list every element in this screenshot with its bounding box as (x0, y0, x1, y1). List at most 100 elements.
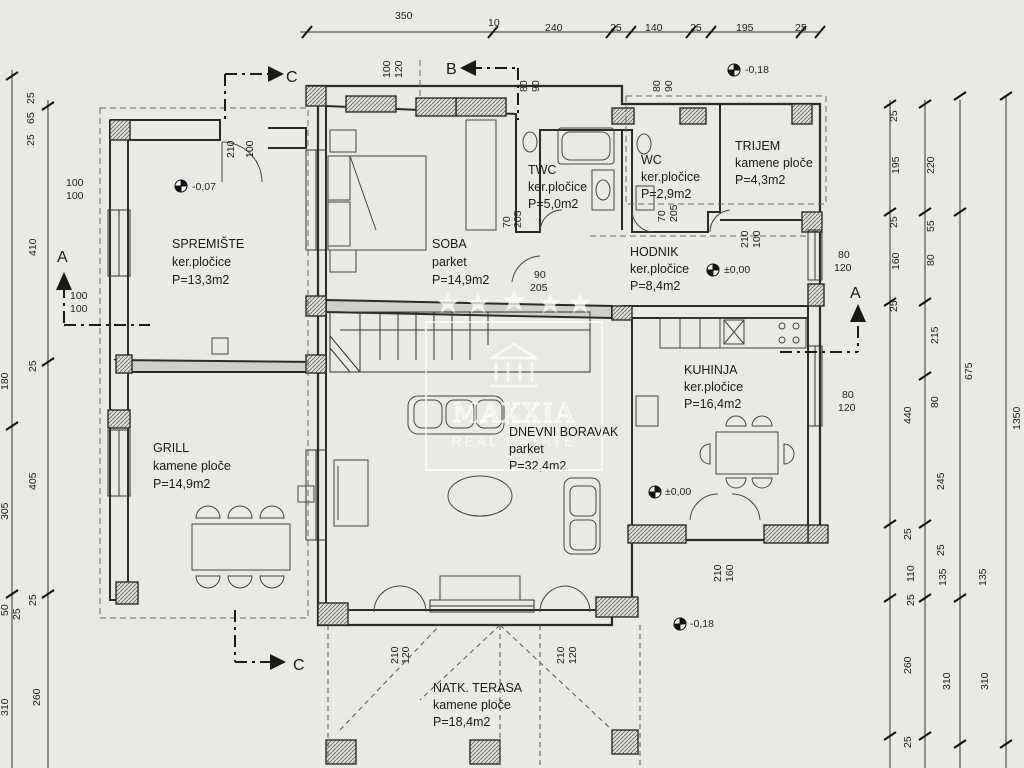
dim-r3-310: 310 (979, 672, 991, 690)
section-lines (63, 67, 859, 663)
room-floor: ker.pločice (630, 262, 689, 276)
room-area: P=2,9m2 (641, 187, 691, 201)
kitchen-counter (659, 317, 807, 349)
furniture (191, 119, 807, 601)
toilet (522, 131, 538, 153)
opening-label: 205 (668, 204, 680, 222)
watermark-sub: REAL ESTATE (451, 433, 576, 449)
dim-top-195: 195 (736, 22, 754, 34)
level-hodnik: ±0,00 (724, 264, 750, 276)
room-grill: GRILL kamene ploče P=14,9m2 (153, 441, 231, 491)
room-name: HODNIK (630, 245, 679, 259)
opening-label: 120 (400, 646, 412, 664)
opening-label: 100 (751, 230, 763, 248)
room-area: P=13,3m2 (172, 273, 229, 287)
room-name: SOBA (432, 237, 467, 251)
opening-label: 205 (530, 282, 548, 294)
dim-l-310: 310 (0, 698, 11, 716)
dim-r3-675: 675 (963, 362, 975, 380)
room-name: SPREMIŠTE (172, 236, 244, 251)
section-label-c-bottom: C (293, 657, 305, 674)
opening-label: 120 (567, 646, 579, 664)
wardrobe (465, 119, 497, 231)
opening-label: 90 (530, 80, 542, 92)
windows (107, 149, 823, 613)
opening-label: 70 (501, 216, 513, 228)
dim-r2-80: 80 (925, 254, 937, 266)
nightstand (329, 249, 357, 273)
dim-top-25a: 25 (610, 22, 622, 34)
opening-label: 210 (389, 646, 401, 664)
doors (221, 141, 761, 613)
room-name: GRILL (153, 441, 189, 455)
dim-r2-220: 220 (925, 156, 937, 174)
opening-label: 70 (656, 210, 668, 222)
room-area: P=8,4m2 (630, 279, 680, 293)
room-area: P=5,0m2 (528, 197, 578, 211)
wall-columns (107, 85, 829, 765)
dim-r1-260: 260 (902, 656, 914, 674)
dim-l-50: 50 (0, 604, 11, 616)
dim-l-65: 65 (25, 112, 37, 124)
opening-label: 210 (555, 646, 567, 664)
opening-label: 80 (842, 389, 854, 401)
opening-label: 100 (244, 140, 256, 158)
level-spremiste: -0,07 (192, 181, 216, 193)
room-name: TRIJEM (735, 139, 780, 153)
room-kuhinja: KUHINJA ker.pločice P=16,4m2 (684, 363, 743, 411)
dim-r1-25e: 25 (902, 736, 914, 748)
armchair (563, 477, 601, 555)
room-area: P=18,4m2 (433, 715, 490, 729)
level-terasa: -0,18 (690, 618, 714, 630)
dim-r3-135b: 135 (977, 568, 989, 586)
bathtub (557, 127, 615, 165)
room-floor: ker.pločice (684, 380, 743, 394)
opening-label: 210 (739, 230, 751, 248)
dim-r2-245: 245 (935, 472, 947, 490)
dim-l-410: 410 (27, 238, 39, 256)
room-trijem: TRIJEM kamene ploče P=4,3m2 (735, 139, 813, 187)
level-trijem: -0,18 (745, 64, 769, 76)
opening-label: 100 (66, 177, 84, 189)
dim-l-260: 260 (31, 688, 43, 706)
dim-l-405: 405 (27, 472, 39, 490)
twc-wc-wall (622, 104, 721, 233)
dim-l-25: 25 (25, 134, 37, 146)
opening-label: 80 (651, 80, 663, 92)
dashed-outlines (99, 60, 827, 619)
opening-label: 100 (66, 190, 84, 202)
watermark-stars-icon (437, 288, 591, 313)
dim-r1-25: 25 (888, 110, 900, 122)
opening-label: 120 (834, 262, 852, 274)
opening-label: 80 (838, 249, 850, 261)
watermark-frame (425, 321, 603, 471)
watermark-brand: MAXXIA (452, 399, 575, 429)
section-label-c-top: C (286, 69, 298, 86)
dim-r2-25b: 25 (935, 544, 947, 556)
opening-label: 205 (512, 210, 524, 228)
opening-label: 90 (534, 269, 546, 281)
tv-unit (333, 459, 369, 527)
dimension-ticks (5, 25, 1013, 749)
dim-r2-310: 310 (941, 672, 953, 690)
opening-label: 90 (663, 80, 675, 92)
room-terasa: NATK. TERASA kamene ploče P=18,4m2 (433, 681, 523, 729)
dim-top-350: 350 (395, 10, 413, 22)
room-spremiste: SPREMIŠTE ker.pločice P=13,3m2 (172, 236, 244, 287)
dim-l-25b: 25 (25, 92, 37, 104)
opening-label: 210 (225, 140, 237, 158)
room-floor: kamene ploče (153, 459, 231, 473)
room-floor: kamene ploče (735, 156, 813, 170)
dim-top-25b: 25 (690, 22, 702, 34)
watermark-building-icon (487, 342, 541, 388)
dim-l-25c: 25 (27, 360, 39, 372)
room-hodnik: HODNIK ker.pločice P=8,4m2 (630, 245, 689, 293)
room-wc: WC ker.pločice P=2,9m2 (641, 153, 700, 201)
trijem-wall (720, 103, 821, 221)
section-label-a-right: A (850, 285, 861, 302)
dim-r2-55: 55 (925, 220, 937, 232)
room-floor: ker.pločice (641, 170, 700, 184)
dim-top-10: 10 (488, 17, 500, 29)
